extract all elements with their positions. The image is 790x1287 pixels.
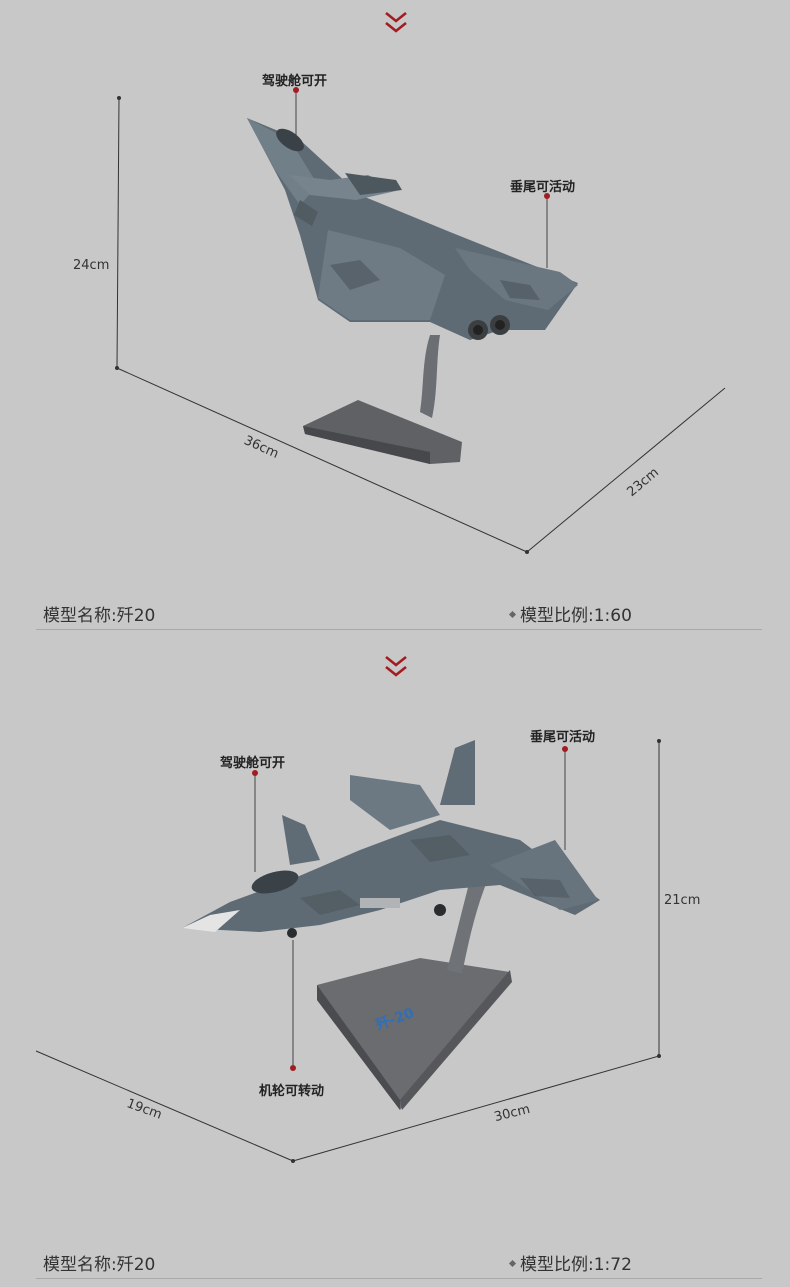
model-illustration-1 [115, 87, 726, 554]
diamond-icon [508, 610, 517, 618]
spec-footer-2: 模型名称:歼20 模型比例:1:72 [0, 1250, 790, 1280]
callout-tail: 垂尾可活动 [530, 730, 596, 745]
model-name: 模型名称:歼20 [43, 1255, 156, 1275]
model-scale: 模型比例:1:60 [508, 601, 632, 626]
chevron-down-icon [385, 11, 407, 33]
display-stand [317, 880, 512, 1110]
divider [36, 629, 762, 630]
callout-cockpit: 驾驶舱可开 [262, 74, 328, 89]
model-illustration-2: 歼-20 [35, 739, 661, 1163]
model-scale: 模型比例:1:72 [508, 1250, 632, 1275]
model-name: 模型名称:歼20 [43, 606, 156, 626]
diamond-icon [508, 1259, 517, 1267]
dimension-height: 21cm [664, 893, 701, 908]
dimension-height: 24cm [73, 258, 110, 273]
spec-footer-1: 模型名称:歼20 模型比例:1:60 [0, 601, 790, 631]
callout-tail: 垂尾可活动 [510, 180, 576, 195]
product-panel-2: 歼-20 驾驶舱可开 垂尾可活动 机轮可转动 21cm 19cm 30cm 模型… [0, 640, 790, 1287]
jet-model [182, 740, 600, 938]
callout-cockpit: 驾驶舱可开 [220, 756, 286, 771]
jet-model [247, 118, 578, 340]
callout-wheels: 机轮可转动 [259, 1084, 325, 1099]
model-scale-text: 模型比例:1:60 [520, 606, 632, 626]
display-stand [303, 335, 462, 464]
chevron-down-icon [385, 655, 407, 677]
divider [36, 1278, 762, 1279]
model-scale-text: 模型比例:1:72 [520, 1255, 632, 1275]
product-panel-1: 驾驶舱可开 垂尾可活动 24cm 36cm 23cm 模型名称:歼20 模型比例… [0, 0, 790, 630]
